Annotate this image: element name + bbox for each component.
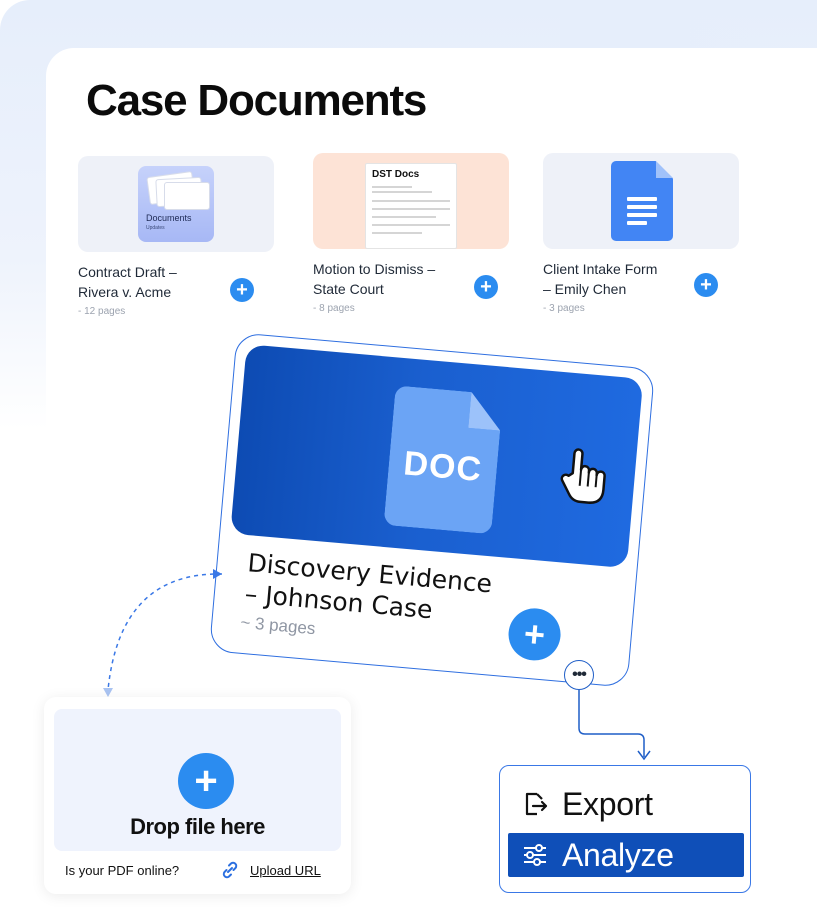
dropzone-label: Drop file here xyxy=(130,814,265,839)
document-name: Contract Draft – Rivera v. Acme xyxy=(78,264,177,300)
page-title: Case Documents xyxy=(86,76,427,125)
add-document-button[interactable]: + xyxy=(474,275,498,299)
document-thumbnail xyxy=(543,153,739,249)
add-file-button[interactable]: + xyxy=(178,753,234,809)
add-featured-button[interactable]: + xyxy=(506,606,563,663)
menu-item-label: Export xyxy=(562,785,653,822)
upload-url-link[interactable]: Upload URL xyxy=(250,863,321,878)
dropzone[interactable]: + Drop file here xyxy=(54,709,341,851)
document-name: Client Intake Form – Emily Chen xyxy=(543,261,658,297)
link-icon xyxy=(222,861,238,879)
add-document-button[interactable]: + xyxy=(694,273,718,297)
document-thumbnail: Documents Updates xyxy=(78,156,274,252)
menu-item-label: Analyze xyxy=(562,836,674,873)
menu-item-analyze[interactable]: Analyze xyxy=(508,833,744,877)
document-page-count: - 3 pages xyxy=(543,303,585,314)
document-thumbnail: DST Docs xyxy=(313,153,509,249)
document-page-count: - 8 pages xyxy=(313,303,355,314)
thumbnail-subtitle: Updates xyxy=(146,225,165,231)
document-page-count: - 12 pages xyxy=(78,306,126,317)
thumbnail-title: Documents xyxy=(146,213,192,223)
featured-document-card[interactable]: DOC Discovery Evidence – Johnson Case ~ … xyxy=(208,332,656,688)
document-banner: DOC xyxy=(230,344,644,569)
upload-card: + Drop file here Is your PDF online? Upl… xyxy=(44,697,351,894)
pointer-hand-icon xyxy=(560,448,606,504)
thumbnail-title: DST Docs xyxy=(372,169,420,180)
export-icon xyxy=(525,792,548,816)
menu-item-export[interactable]: Export xyxy=(508,782,744,826)
document-preview: DST Docs xyxy=(365,163,457,249)
document-name: Motion to Dismiss – State Court xyxy=(313,261,436,297)
more-options-button[interactable]: ••• xyxy=(564,660,594,690)
folder-icon: Documents Updates xyxy=(138,166,214,242)
document-card[interactable]: Documents Updates Contract Draft – River… xyxy=(78,156,278,317)
document-card[interactable]: Client Intake Form – Emily Chen - 3 page… xyxy=(543,153,743,314)
context-menu: Export Analyze xyxy=(499,765,751,893)
featured-page-count: ~ 3 pages xyxy=(239,612,317,639)
sliders-icon xyxy=(524,844,546,866)
online-pdf-question: Is your PDF online? xyxy=(65,863,180,878)
document-card[interactable]: DST Docs Motion to Dismiss – State Court… xyxy=(313,153,513,314)
add-document-button[interactable]: + xyxy=(230,278,254,302)
